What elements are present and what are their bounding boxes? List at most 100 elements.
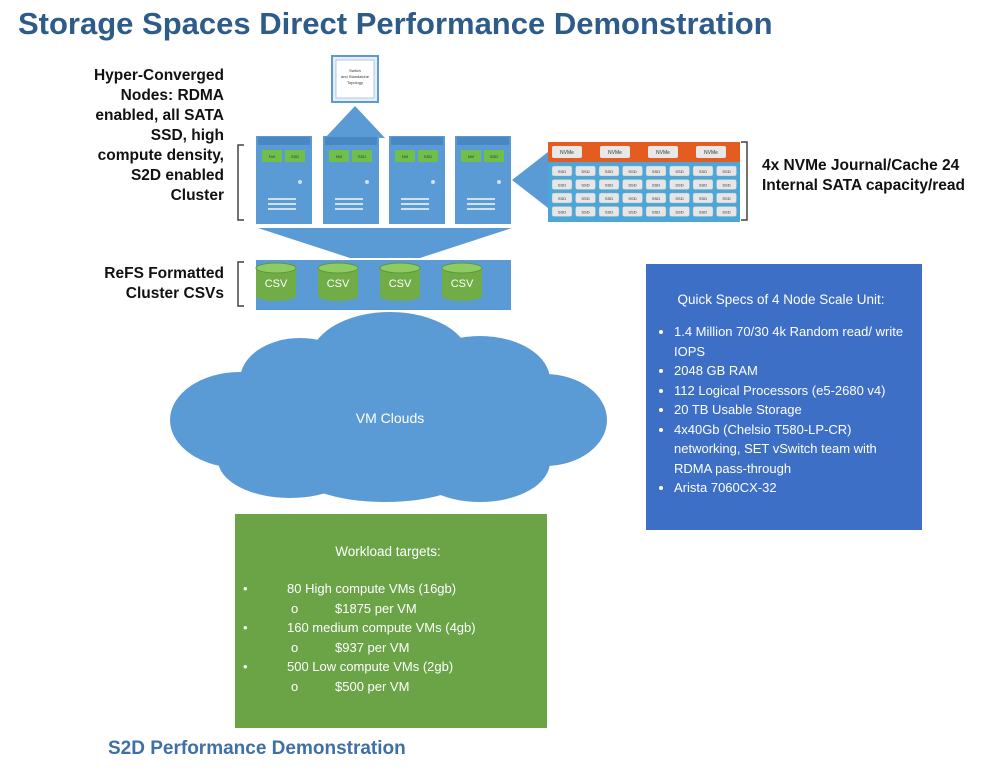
csv-group: CSV CSV CSV CSV bbox=[255, 262, 483, 301]
ssd-label: SSD bbox=[652, 196, 660, 201]
workload-targets-panel: Workload targets: • 80 High compute VMs … bbox=[235, 514, 547, 728]
ssd-label: SSD bbox=[675, 169, 683, 174]
ssd-label: SSD bbox=[628, 196, 636, 201]
workload-item-text: 160 medium compute VMs (4gb) bbox=[287, 620, 476, 636]
nodes-line: Cluster bbox=[170, 187, 224, 204]
ssd-drive: SSD bbox=[622, 206, 643, 217]
ssd-label: SSD bbox=[581, 210, 589, 215]
workload-heading: Workload targets: bbox=[335, 544, 441, 559]
sub-marker: o bbox=[291, 678, 299, 694]
nvme-label: NVMe bbox=[608, 150, 622, 156]
ssd-label: SSD bbox=[605, 169, 613, 174]
ssd-drive: SSD bbox=[669, 165, 690, 177]
ssd-drive: SSD bbox=[645, 165, 667, 177]
nodes-description: Hyper-Converged Nodes: RDMA enabled, all… bbox=[94, 66, 224, 206]
workload-subitem: o $1875 per VM bbox=[239, 599, 537, 619]
node-slot-label: NVi bbox=[402, 154, 408, 159]
ssd-drive: SSD bbox=[622, 179, 643, 190]
ssd-drive: SSD bbox=[716, 206, 737, 217]
node-slot-label: NVi bbox=[468, 154, 474, 159]
spec-item: 20 TB Usable Storage bbox=[674, 400, 908, 420]
server-node: NVi SSD bbox=[389, 136, 445, 224]
spec-item: 4x40Gb (Chelsio T580-LP-CR) networking, … bbox=[674, 420, 908, 479]
storage-arrow bbox=[512, 152, 548, 208]
node-slot-label: NVi bbox=[336, 154, 342, 159]
ssd-drive: SSD bbox=[645, 179, 667, 190]
csv-line: Cluster CSVs bbox=[125, 285, 224, 302]
ssd-drive: SSD bbox=[575, 206, 596, 217]
ssd-label: SSD bbox=[652, 169, 660, 174]
bullet-marker: • bbox=[243, 659, 248, 675]
switch-label-line1: Switch bbox=[349, 68, 361, 73]
ssd-label: SSD bbox=[628, 210, 636, 215]
ssd-drive: SSD bbox=[598, 192, 620, 204]
switch-label-line2: and Standalone bbox=[341, 74, 370, 79]
ssd-drive: SSD bbox=[645, 206, 667, 217]
footer-caption: S2D Performance Demonstration bbox=[108, 738, 406, 759]
sub-marker: o bbox=[291, 600, 299, 616]
nodes-line: compute density, bbox=[97, 147, 224, 164]
ssd-drive: SSD bbox=[692, 165, 714, 177]
page-title: Storage Spaces Direct Performance Demons… bbox=[18, 6, 773, 41]
ssd-drive: SSD bbox=[645, 192, 667, 204]
cluster-connector bbox=[258, 228, 512, 258]
storage-line: Internal SATA capacity/read bbox=[762, 177, 965, 194]
ssd-drive: SSD bbox=[692, 179, 714, 190]
nodes-line: Nodes: RDMA bbox=[120, 87, 224, 104]
nvme-label: NVMe bbox=[704, 150, 718, 156]
ssd-label: SSD bbox=[558, 183, 566, 188]
workload-item: • 80 High compute VMs (16gb) bbox=[239, 579, 537, 599]
spec-item: 1.4 Million 70/30 4k Random read/ write … bbox=[674, 322, 908, 361]
ssd-drive: SSD bbox=[669, 179, 690, 190]
ssd-label: SSD bbox=[652, 183, 660, 188]
ssd-drive: SSD bbox=[575, 192, 596, 204]
workload-item-text: 500 Low compute VMs (2gb) bbox=[287, 659, 454, 675]
ssd-drive: SSD bbox=[551, 206, 573, 217]
nodes-line: Hyper-Converged bbox=[93, 67, 224, 84]
workload-item: • 500 Low compute VMs (2gb) bbox=[239, 657, 537, 677]
node-slot-label: SSD bbox=[424, 154, 432, 159]
ssd-drive: SSD bbox=[716, 165, 737, 177]
ssd-drive: SSD bbox=[716, 179, 737, 190]
node-slot-label: NVi bbox=[269, 154, 275, 159]
nodes-bracket bbox=[237, 144, 244, 221]
switch-label-line3: Topology bbox=[347, 80, 363, 85]
ssd-label: SSD bbox=[558, 210, 566, 215]
csv-cylinder: CSV bbox=[317, 262, 359, 301]
storage-line: 4x NVMe Journal/Cache 24 bbox=[762, 157, 960, 174]
ssd-label: SSD bbox=[722, 210, 730, 215]
spec-item: 2048 GB RAM bbox=[674, 361, 908, 381]
sub-marker: o bbox=[291, 639, 299, 655]
quick-specs-list: 1.4 Million 70/30 4k Random read/ write … bbox=[654, 322, 908, 498]
ssd-drive: SSD bbox=[669, 206, 690, 217]
csv-label: CSV bbox=[327, 278, 350, 290]
nodes-line: S2D enabled bbox=[130, 167, 224, 184]
vm-cloud bbox=[170, 312, 607, 502]
ssd-drive: SSD bbox=[622, 192, 643, 204]
ssd-label: SSD bbox=[675, 210, 683, 215]
csv-label: CSV bbox=[265, 278, 288, 290]
ssd-drive: SSD bbox=[598, 206, 620, 217]
ssd-label: SSD bbox=[675, 196, 683, 201]
ssd-label: SSD bbox=[628, 183, 636, 188]
ssd-label: SSD bbox=[581, 183, 589, 188]
csv-line: ReFS Formatted bbox=[104, 265, 224, 282]
csv-cylinder: CSV bbox=[379, 262, 421, 301]
storage-description: 4x NVMe Journal/Cache 24 Internal SATA c… bbox=[762, 156, 965, 196]
ssd-label: SSD bbox=[628, 169, 636, 174]
nodes-bracket-right bbox=[741, 141, 748, 221]
ssd-label: SSD bbox=[558, 196, 566, 201]
ssd-label: SSD bbox=[581, 196, 589, 201]
csv-cylinder: CSV bbox=[441, 262, 483, 301]
ssd-label: SSD bbox=[675, 183, 683, 188]
ssd-drive: SSD bbox=[669, 192, 690, 204]
csv-bracket bbox=[237, 261, 244, 307]
nodes-line: SSD, high bbox=[150, 127, 224, 144]
quick-specs-panel: Quick Specs of 4 Node Scale Unit: 1.4 Mi… bbox=[646, 264, 922, 530]
workload-subitem-text: $937 per VM bbox=[335, 639, 410, 655]
ssd-label: SSD bbox=[699, 210, 707, 215]
workload-subitem-text: $1875 per VM bbox=[335, 600, 417, 616]
ssd-label: SSD bbox=[581, 169, 589, 174]
